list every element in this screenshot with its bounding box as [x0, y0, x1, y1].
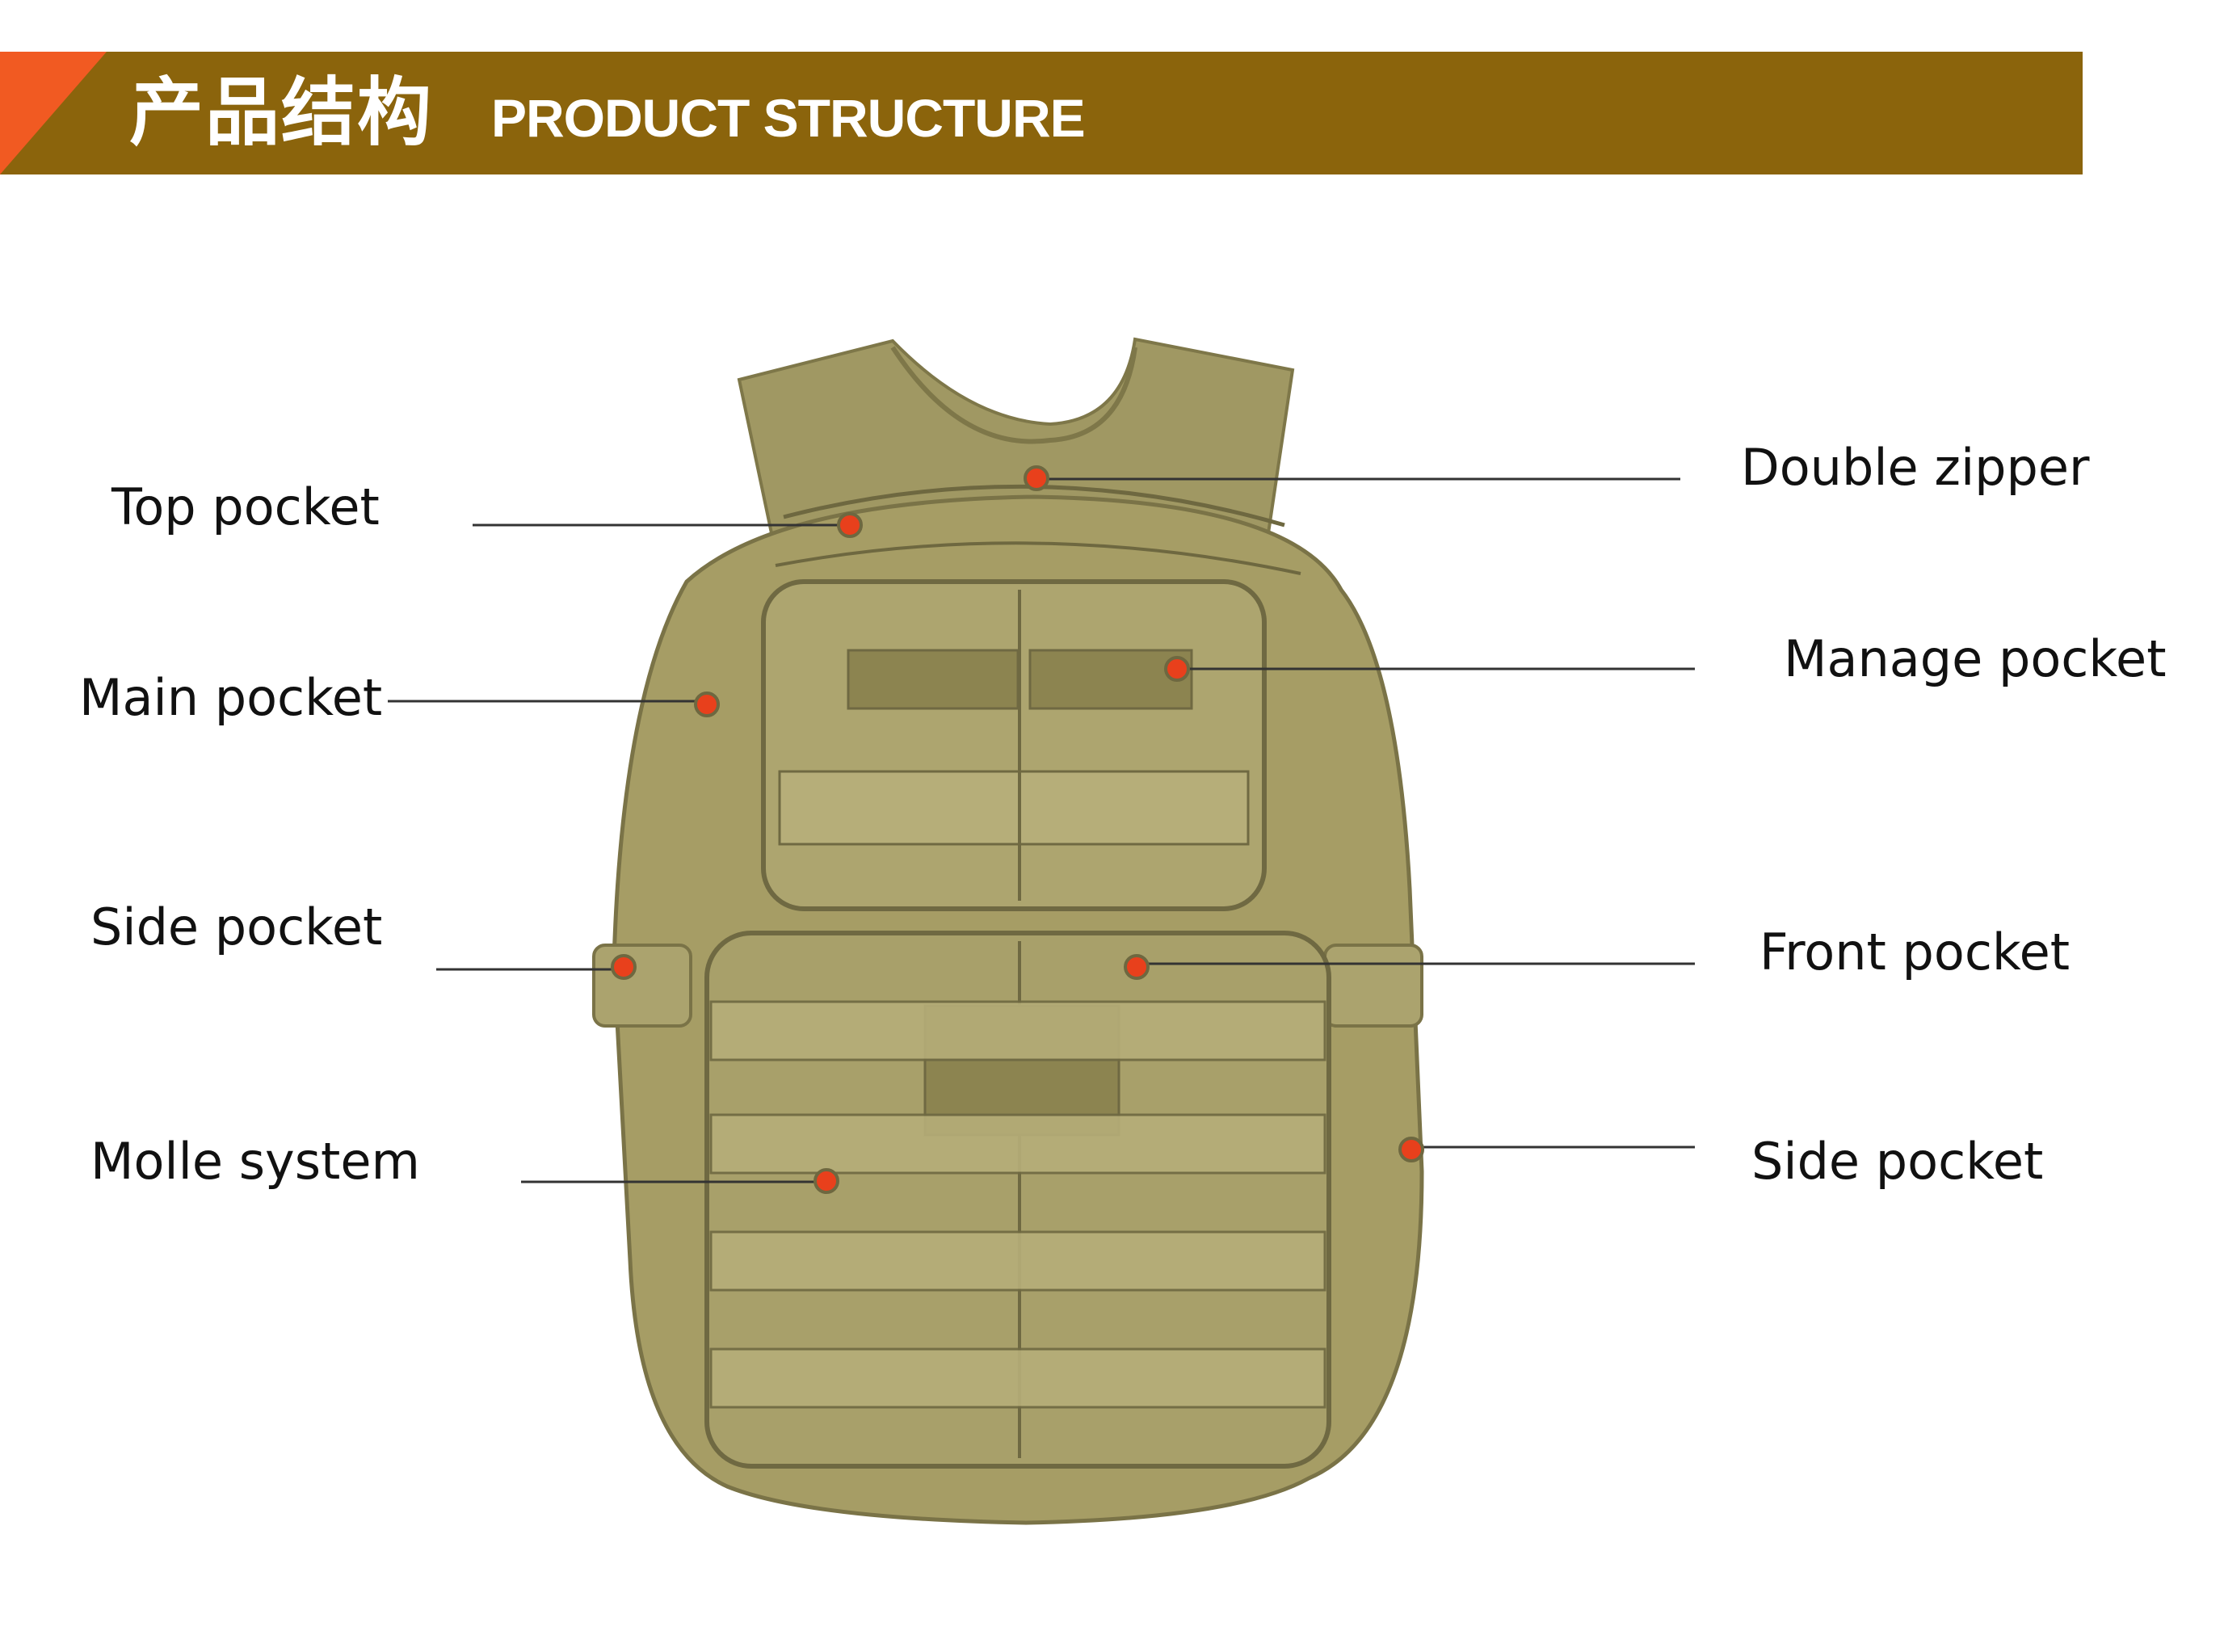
callout-lines: [388, 477, 1695, 1183]
callout-label-side-pocket-right: Side pocket: [1751, 1132, 2044, 1191]
callout-label-side-pocket-left: Side pocket: [90, 897, 383, 956]
backpack-collar: [890, 346, 1137, 444]
marker-side-pocket-right: [1398, 1137, 1424, 1162]
molle-row-3: [709, 1230, 1326, 1292]
backpack-side-strap-right: [1323, 944, 1423, 1028]
marker-manage-pocket: [1164, 656, 1190, 682]
marker-side-pocket-left: [611, 954, 637, 980]
admin-pocket-velcro-left: [847, 649, 1020, 710]
callout-label-double-zipper: Double zipper: [1741, 438, 2090, 497]
marker-front-pocket: [1124, 954, 1150, 980]
molle-row-2: [709, 1113, 1326, 1175]
header-title-english: PRODUCT STRUCTURE: [491, 88, 1086, 148]
marker-double-zipper: [1024, 465, 1049, 491]
molle-row-1: [709, 1000, 1326, 1061]
header-banner: 产品结构 PRODUCT STRUCTURE: [0, 52, 2083, 174]
marker-main-pocket: [694, 691, 720, 717]
callout-label-molle-system: Molle system: [90, 1132, 420, 1191]
backpack-side-strap-left: [592, 944, 692, 1028]
callout-label-front-pocket: Front pocket: [1759, 923, 2071, 982]
header-accent-stripe: [0, 52, 107, 174]
marker-top-pocket: [837, 512, 863, 538]
molle-row-4: [709, 1347, 1326, 1409]
backpack-image: [592, 337, 1424, 1525]
admin-pocket-webbing-row: [778, 770, 1250, 846]
admin-pocket-velcro-right: [1028, 649, 1193, 710]
callout-markers: [611, 465, 1424, 1194]
zipper-line-second: [775, 541, 1301, 575]
callout-label-main-pocket: Main pocket: [79, 668, 383, 727]
marker-molle-system: [814, 1168, 839, 1194]
header-title-chinese: 产品结构: [129, 69, 434, 156]
callout-label-top-pocket: Top pocket: [111, 477, 380, 536]
callout-label-manage-pocket: Manage pocket: [1784, 629, 2167, 688]
admin-pocket: [761, 579, 1267, 911]
